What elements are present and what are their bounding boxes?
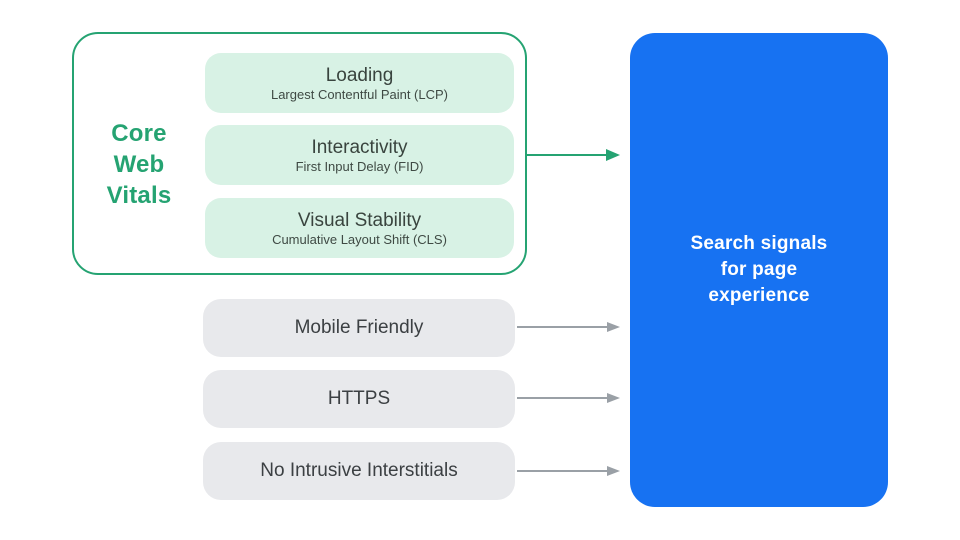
search-signals-result-box: Search signals for page experience <box>630 33 888 507</box>
signal-box-https: HTTPS <box>203 370 515 428</box>
search-signals-result-label: Search signals for page experience <box>690 233 828 306</box>
vital-title-visual-stability: Visual Stability <box>297 209 422 231</box>
gray-arrow-line-https <box>517 397 608 399</box>
gray-arrow-line-mobile-friendly <box>517 326 608 328</box>
vital-subtitle-fid: First Input Delay (FID) <box>295 158 424 174</box>
signal-label-no-intrusive-interstitials: No Intrusive Interstitials <box>260 460 458 481</box>
vital-title-interactivity: Interactivity <box>311 136 408 158</box>
signal-box-mobile-friendly: Mobile Friendly <box>203 299 515 357</box>
green-arrow-line <box>527 154 607 156</box>
green-arrow-head-icon <box>606 149 620 161</box>
core-web-vitals-group: Core Web Vitals Loading Largest Contentf… <box>72 32 527 275</box>
vital-subtitle-cls: Cumulative Layout Shift (CLS) <box>272 231 447 247</box>
vital-card-loading: Loading Largest Contentful Paint (LCP) <box>205 53 514 113</box>
core-web-vitals-label: Core Web Vitals <box>106 120 172 209</box>
vital-card-interactivity: Interactivity First Input Delay (FID) <box>205 125 514 185</box>
vital-title-loading: Loading <box>325 64 394 86</box>
gray-arrow-head-no-intrusive-interstitials-icon <box>607 466 620 476</box>
signal-box-no-intrusive-interstitials: No Intrusive Interstitials <box>203 442 515 500</box>
vital-subtitle-lcp: Largest Contentful Paint (LCP) <box>270 86 449 102</box>
vital-card-visual-stability: Visual Stability Cumulative Layout Shift… <box>205 198 514 258</box>
gray-arrow-line-no-intrusive-interstitials <box>517 470 608 472</box>
signal-label-https: HTTPS <box>327 388 391 409</box>
gray-arrow-head-mobile-friendly-icon <box>607 322 620 332</box>
signal-label-mobile-friendly: Mobile Friendly <box>294 317 424 338</box>
gray-arrow-head-https-icon <box>607 393 620 403</box>
